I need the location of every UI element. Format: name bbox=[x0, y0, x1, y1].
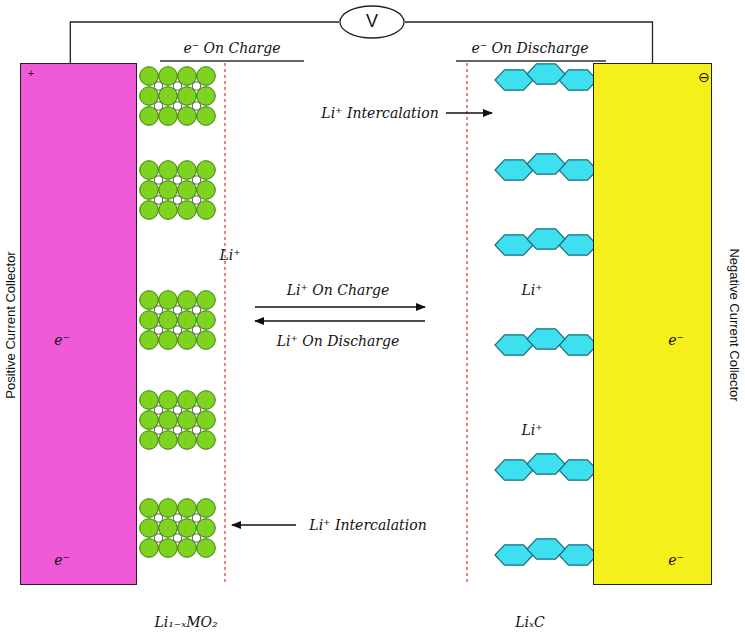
electron-label: e⁻ bbox=[668, 552, 684, 569]
process-label: Li⁺ On Charge bbox=[287, 282, 390, 299]
lithium-site bbox=[192, 176, 200, 184]
lithium-site bbox=[173, 196, 181, 204]
electron-label: e⁻ bbox=[54, 552, 70, 569]
lithium-site bbox=[192, 306, 200, 314]
lithium-site bbox=[154, 176, 162, 184]
process-label: Li⁺ Intercalation bbox=[321, 105, 438, 122]
intercalation-arrow bbox=[232, 524, 296, 525]
polarity-sign: ⊖ bbox=[698, 69, 710, 86]
lithium-site bbox=[173, 534, 181, 542]
intercalation-arrow bbox=[446, 112, 492, 113]
polarity-sign: + bbox=[28, 67, 34, 80]
lithium-site bbox=[192, 102, 200, 110]
positive-current-collector: +Positive Current Collector bbox=[20, 63, 137, 585]
ion-label: Li⁺ bbox=[521, 282, 542, 299]
collector-label: Negative Current Collector bbox=[726, 248, 742, 401]
lithium-site bbox=[173, 82, 181, 90]
lithium-site bbox=[192, 82, 200, 90]
lithium-site bbox=[154, 82, 162, 90]
lithium-site bbox=[154, 102, 162, 110]
lithium-site bbox=[173, 406, 181, 414]
negative-current-collector: ⊖Negative Current Collector bbox=[593, 63, 712, 585]
lithium-site bbox=[154, 426, 162, 434]
graphene-ring bbox=[527, 329, 565, 349]
lithium-site bbox=[173, 326, 181, 334]
process-label: Li⁺ On Discharge bbox=[277, 333, 400, 350]
lithium-site bbox=[154, 534, 162, 542]
lithium-site bbox=[173, 176, 181, 184]
header-rule bbox=[160, 60, 304, 62]
lithium-site bbox=[192, 514, 200, 522]
circuit-wire bbox=[70, 22, 339, 63]
process-label: Li⁺ Intercalation bbox=[309, 517, 426, 534]
lithium-site bbox=[173, 514, 181, 522]
graphite-layers bbox=[495, 64, 597, 565]
electrode-formula: Li₁₋ₓMO₂ bbox=[154, 614, 217, 631]
graphene-ring bbox=[527, 539, 565, 559]
graphene-ring bbox=[527, 64, 565, 84]
separator-line bbox=[466, 63, 467, 585]
lithium-site bbox=[154, 306, 162, 314]
collector-label: Positive Current Collector bbox=[3, 251, 19, 398]
lithium-site bbox=[192, 326, 200, 334]
graphene-ring bbox=[527, 229, 565, 249]
lithium-site bbox=[173, 306, 181, 314]
cathode-layers bbox=[140, 67, 216, 558]
lithium-site bbox=[192, 534, 200, 542]
header-label: e⁻ On Charge bbox=[183, 40, 280, 57]
circuit-wire bbox=[405, 22, 653, 63]
lithium-site bbox=[192, 196, 200, 204]
lithium-site bbox=[154, 196, 162, 204]
ion-label: Li⁺ bbox=[521, 422, 542, 439]
lithium-site bbox=[173, 102, 181, 110]
lithium-site bbox=[192, 406, 200, 414]
lithium-site bbox=[154, 514, 162, 522]
discharge-arrow bbox=[255, 320, 425, 321]
header-label: e⁻ On Discharge bbox=[471, 40, 588, 57]
electron-label: e⁻ bbox=[668, 332, 684, 349]
lithium-site bbox=[154, 326, 162, 334]
electron-label: e⁻ bbox=[54, 332, 70, 349]
electrode-formula: LiₓC bbox=[515, 614, 544, 631]
graphene-ring bbox=[527, 454, 565, 474]
graphene-ring bbox=[527, 154, 565, 174]
lithium-site bbox=[154, 406, 162, 414]
charge-arrow bbox=[255, 306, 425, 307]
voltmeter: V bbox=[339, 5, 405, 39]
meter-symbol: V bbox=[366, 11, 378, 33]
header-rule bbox=[456, 60, 606, 62]
ion-label: Li⁺ bbox=[219, 247, 240, 264]
lithium-site bbox=[173, 426, 181, 434]
separator-line bbox=[224, 63, 225, 585]
lithium-site bbox=[192, 426, 200, 434]
